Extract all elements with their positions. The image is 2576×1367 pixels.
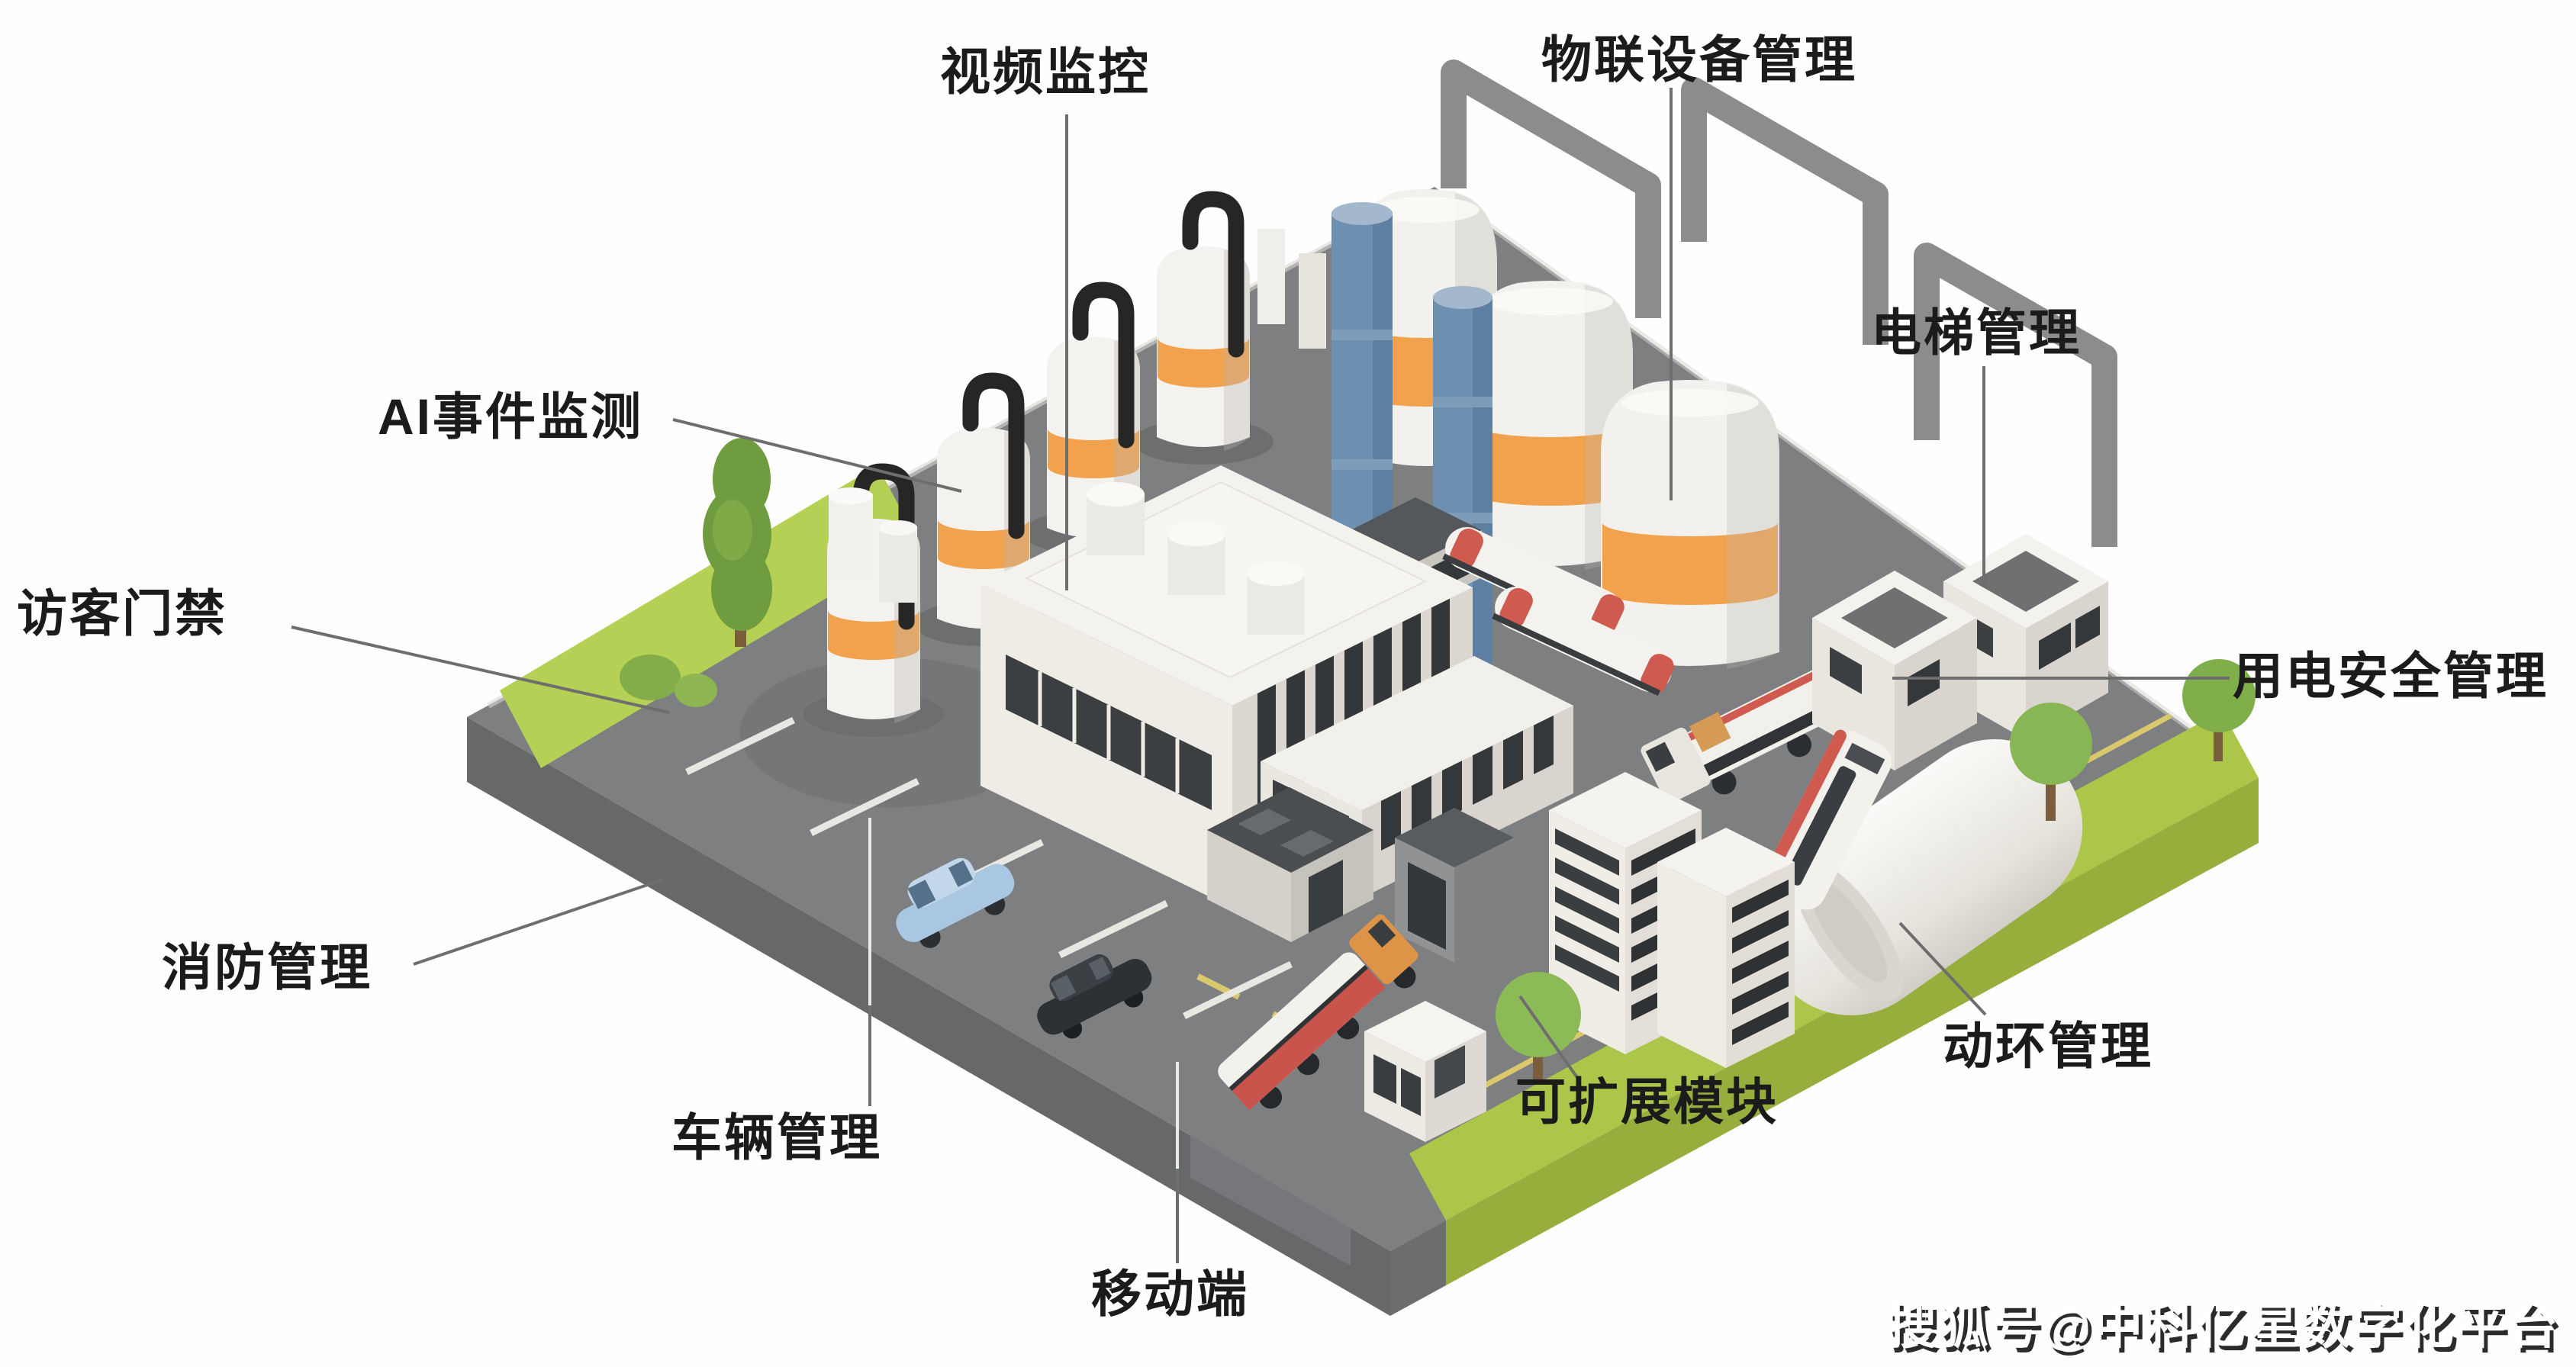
elevator-building-front [1812,571,1977,770]
tree-center [1496,972,1581,1080]
callout-line-visitor-access-control [291,626,670,714]
tree-right-1 [2010,703,2092,821]
label-visitor-access-control: 访客门禁 [17,585,227,642]
large-storage-tank-2 [1469,281,1633,570]
callout-line-ai-event-monitoring [672,418,962,493]
kiosk [1364,1001,1486,1142]
cypress-tree [703,438,772,647]
black-car [1037,954,1152,1039]
lawn-northwest [500,465,919,768]
shuttle-bus [1760,729,1892,910]
bushes [620,655,717,707]
label-mobile-terminal: 移动端 [1091,1266,1249,1322]
watermark: 搜狐号@中科亿星数字化平台 [1887,1299,2561,1354]
label-power-environment-management: 动环管理 [1943,1018,2153,1074]
large-storage-tank-3 [1601,380,1779,669]
callout-lines [291,88,2230,1263]
label-electricity-safety-management: 用电安全管理 [2233,648,2549,704]
overhead-pipelines [1441,60,2117,547]
small-storage-tank-4 [1133,191,1274,465]
label-fire-management: 消防管理 [162,939,372,995]
small-silos [829,487,917,603]
label-video-surveillance: 视频监控 [940,43,1151,100]
callout-line-fire-management [413,878,664,966]
dark-warehouse [1207,787,1373,942]
orange-cab-truck [1218,914,1418,1111]
roof-vents [1087,482,1305,635]
label-elevator-management: 电梯管理 [1871,304,2082,361]
callout-line-power-environment-management [1898,922,1987,1016]
parking-shelter [1395,808,1514,963]
fence-pillars [1257,229,1326,349]
label-vehicle-management: 车辆管理 [671,1109,882,1166]
label-extensible-modules: 可扩展模块 [1515,1073,1779,1130]
office-tower-2 [1657,828,1795,1068]
label-ai-event-monitoring: AI事件监测 [378,388,643,445]
callout-line-extensible-modules [1518,995,1579,1080]
blue-car [896,857,1015,948]
label-iot-device-management: 物联设备管理 [1541,31,1857,88]
callout-lines-light [868,818,1179,1169]
tank-trailer-2 [1492,587,1674,696]
